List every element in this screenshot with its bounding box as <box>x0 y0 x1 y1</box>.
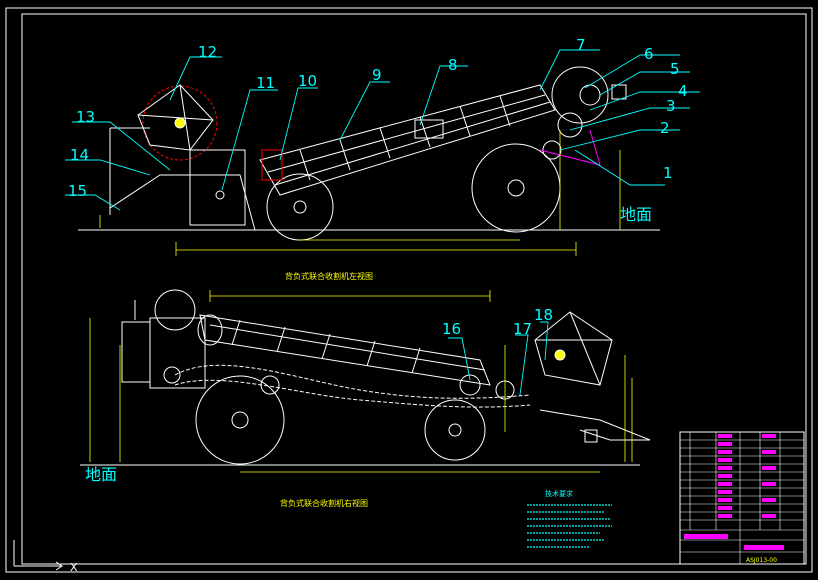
callout-5: 5 <box>670 60 680 78</box>
notes-title: 技术要求 <box>545 489 573 498</box>
ucs-axis-icon: X <box>13 540 78 574</box>
drawing-inner-frame <box>21 13 807 565</box>
drawing-frame <box>5 7 813 573</box>
callout-9: 9 <box>372 66 382 84</box>
callout-15: 15 <box>68 182 87 200</box>
ground-label-top: 地面 <box>620 205 652 224</box>
callout-2: 2 <box>660 119 670 137</box>
callout-10: 10 <box>298 72 317 90</box>
callout-4: 4 <box>678 82 688 100</box>
technical-notes: 技术要求 <box>527 489 612 548</box>
callout-7: 7 <box>576 36 586 54</box>
front-wheel-bottom <box>424 399 486 461</box>
callout-1: 1 <box>663 164 673 182</box>
callout-3: 3 <box>666 97 676 115</box>
callout-13: 13 <box>76 108 95 126</box>
callout-17: 17 <box>513 320 532 338</box>
title-block: ASJ013-00 <box>679 431 805 565</box>
rear-wheel-bottom <box>195 375 285 465</box>
callout-14: 14 <box>70 146 89 164</box>
title-block-code: ASJ013-00 <box>746 557 777 564</box>
callout-12: 12 <box>198 43 217 61</box>
ground-label-bottom: 地面 <box>85 465 117 484</box>
callout-11: 11 <box>256 74 275 92</box>
callout-18: 18 <box>534 306 553 324</box>
callout-16: 16 <box>442 320 461 338</box>
bottom-view-right-side: 16 17 18 地面 背负式联合收割机右视图 <box>80 289 651 508</box>
top-view-title: 背负式联合收割机左视图 <box>285 271 373 281</box>
callout-8: 8 <box>448 56 458 74</box>
reel-top <box>142 85 218 161</box>
bottom-view-title: 背负式联合收割机右视图 <box>280 498 368 508</box>
axis-x-label: X <box>70 561 78 574</box>
top-view-left-side: 1 2 3 4 5 6 7 8 9 10 11 12 13 14 15 地面 背… <box>65 36 700 281</box>
callout-6: 6 <box>644 45 654 63</box>
